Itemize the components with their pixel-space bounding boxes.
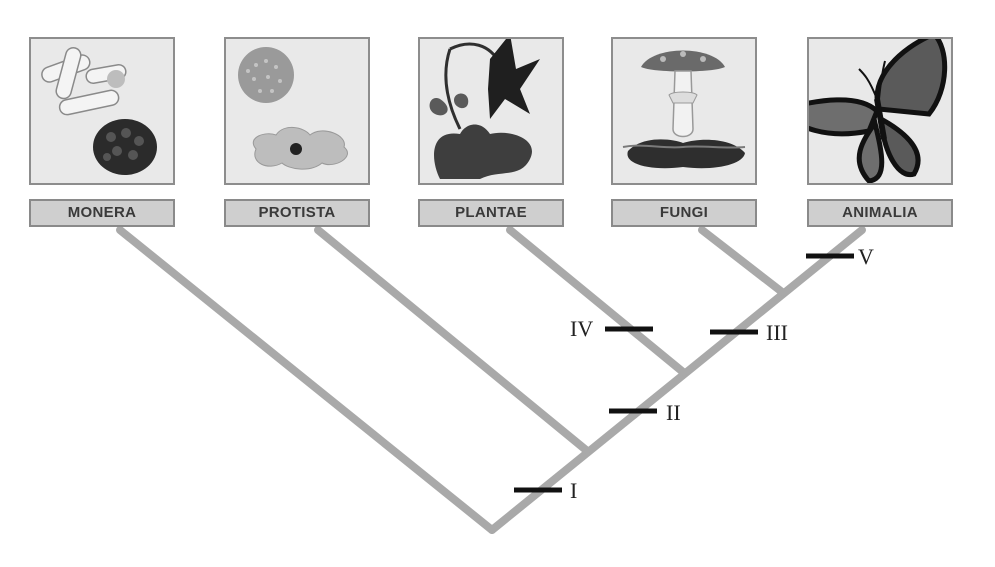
label-monera: MONERA	[29, 199, 175, 227]
marker-label-II: II	[666, 400, 681, 425]
panel-animalia	[807, 37, 953, 185]
marker-label-IV: IV	[570, 316, 594, 341]
panel-plantae	[418, 37, 564, 185]
branch-plantae	[506, 226, 687, 376]
label-animalia: ANIMALIA	[807, 199, 953, 227]
panel-protista	[224, 37, 370, 185]
label-plantae: PLANTAE	[418, 199, 564, 227]
branch-fungi	[698, 226, 786, 296]
mushroom-icon	[622, 50, 746, 169]
marker-label-I: I	[570, 478, 578, 503]
bacteria-icon	[41, 47, 157, 175]
marker-label-III: III	[766, 320, 788, 345]
butterfly-icon	[809, 39, 948, 183]
label-protista: PROTISTA	[224, 199, 370, 227]
protist-icon	[238, 47, 348, 170]
branch-trunk	[488, 226, 866, 534]
flower-plant-icon	[429, 39, 540, 179]
panel-fungi	[611, 37, 757, 185]
label-fungi: FUNGI	[611, 199, 757, 227]
branch-protista	[314, 226, 590, 454]
panel-monera	[29, 37, 175, 185]
branch-monera	[116, 226, 496, 534]
marker-label-V: V	[858, 244, 874, 269]
